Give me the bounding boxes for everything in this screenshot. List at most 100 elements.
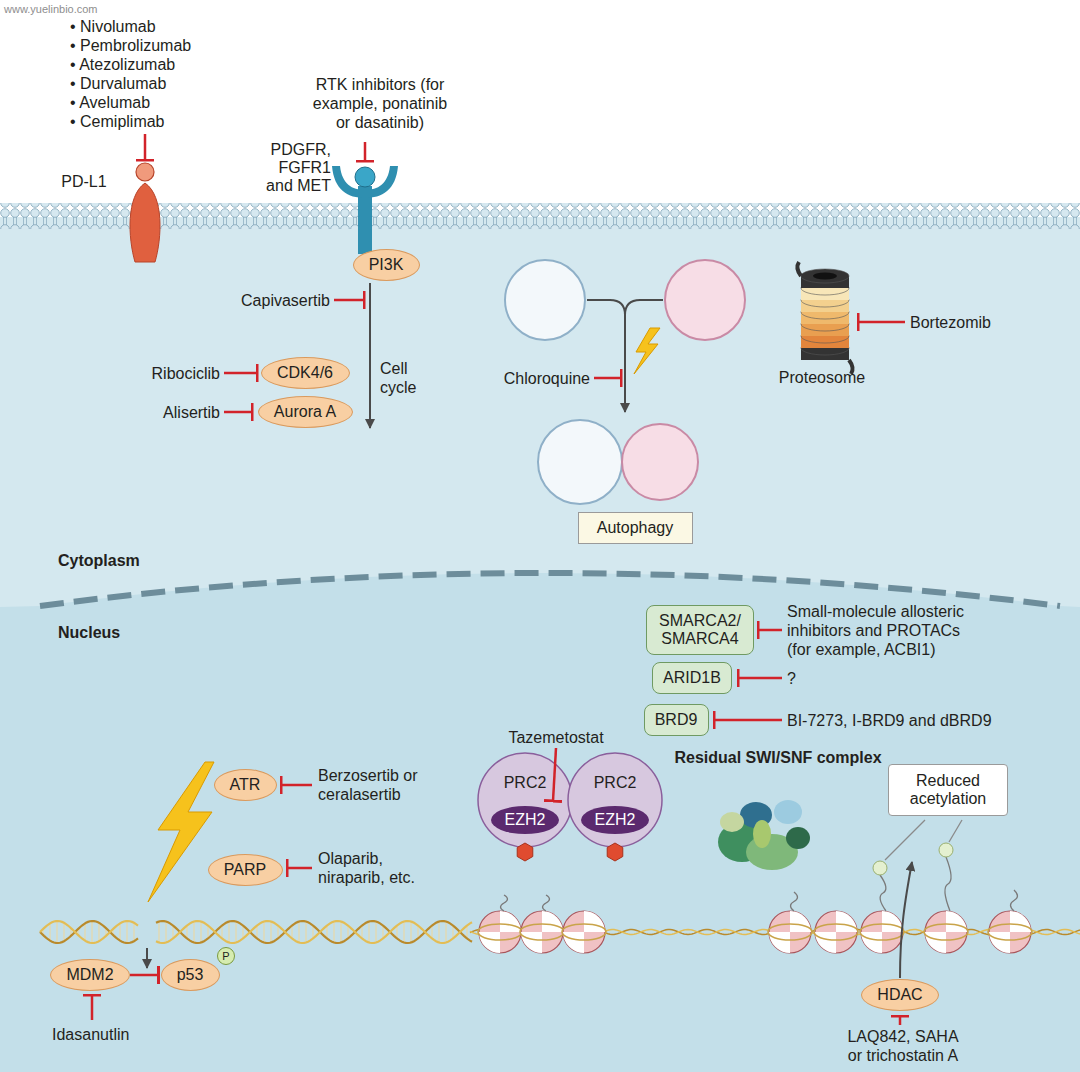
dna-rung [158, 922, 159, 943]
dna-rung [242, 926, 243, 939]
node-text: Reduced acetylation [898, 772, 998, 808]
node-text: EZH2 [505, 811, 546, 829]
dna-rung [193, 922, 194, 943]
nucleosome [860, 911, 904, 953]
nucleosome [924, 911, 968, 953]
dna-rung [375, 922, 376, 943]
rtk-receptor [332, 166, 398, 254]
dna-rung [277, 926, 278, 939]
target-oval: p53 [161, 959, 220, 991]
art-shape [520, 924, 564, 940]
art-shape [774, 800, 802, 824]
dna-rung [403, 922, 404, 943]
art-shape [562, 924, 606, 940]
callout-box: Reduced acetylation [888, 764, 1008, 816]
dna-rung [91, 921, 92, 943]
dna-rung [165, 922, 166, 943]
art-shape [334, 299, 364, 302]
node-text: PDGFR, FGFR1 and MET [259, 141, 331, 195]
dna-rung [466, 926, 467, 939]
nucleosome [478, 911, 522, 953]
dna-rung [98, 923, 99, 941]
dna-strand [156, 921, 472, 943]
art-shape [224, 411, 252, 414]
art-shape [563, 932, 584, 953]
shape-label: PD-L1 [57, 170, 111, 194]
art-shape [479, 932, 500, 953]
nucleosome [768, 911, 812, 953]
art-shape [946, 911, 967, 932]
cell-membrane [0, 203, 1080, 229]
cytoplasm-ground [0, 217, 1080, 1072]
dna-rung [186, 926, 187, 939]
swi-snf-subunit-box: BRD9 [644, 704, 709, 736]
dna-rung [221, 926, 222, 939]
art-shape [899, 1016, 902, 1025]
target-oval: HDAC [861, 979, 939, 1011]
node-text: PRC2 [504, 774, 547, 792]
histone-tail [945, 857, 951, 911]
art-shape [332, 166, 398, 198]
ezh2-oval: EZH2 [491, 806, 559, 834]
art-shape [364, 142, 367, 161]
art-shape [355, 167, 375, 187]
dna-rung [200, 922, 201, 943]
dna-rung [63, 923, 64, 941]
node-text: SMARCA2/SMARCA4 [657, 612, 743, 648]
node-text: PD-L1 [61, 173, 106, 191]
art-shape [949, 820, 962, 842]
dna-rung [228, 922, 229, 943]
inhibition-bars [92, 134, 905, 1025]
art-shape [287, 867, 312, 870]
art-shape [91, 995, 94, 1020]
dna-rung [235, 922, 236, 943]
dna-rung [56, 921, 57, 943]
target-oval: CDK4/6 [261, 357, 350, 389]
drug-label: Cell cycle [380, 359, 430, 397]
swi-snf-subunit-box: SMARCA2/SMARCA4 [646, 605, 754, 655]
watermark: www.yuelinbio.com [4, 3, 98, 16]
chromatin [40, 843, 1080, 953]
dna-rung [382, 926, 383, 939]
drug-label: Ribociclib [152, 364, 220, 383]
dna-rung [438, 922, 439, 943]
drug-label: Olaparib, niraparib, etc. [318, 849, 428, 887]
node-text: PI3K [369, 256, 404, 274]
art-shape [882, 911, 903, 932]
art-shape [538, 420, 622, 504]
methyl-mark [517, 843, 533, 861]
art-shape [861, 932, 882, 953]
art-shape [563, 911, 605, 953]
node-text: p53 [177, 966, 204, 984]
art-shape [925, 911, 967, 953]
node-text: PRC2 [594, 774, 637, 792]
art-shape [521, 911, 563, 953]
nucleus-ground [0, 573, 1080, 1072]
drug-label: RTK inhibitors (for example, ponatinib o… [309, 75, 451, 132]
proteasome-cap [797, 262, 852, 374]
histone-tail [791, 892, 798, 911]
dna-rung [133, 923, 134, 941]
dna-rung [49, 923, 50, 940]
dna-rung [263, 922, 264, 943]
drug-label: BI-7273, I-BRD9 and dBRD9 [787, 711, 992, 730]
drug-label: Small-molecule allosteric inhibitors and… [787, 602, 982, 659]
nuclear-envelope [40, 573, 1060, 606]
art-shape [584, 911, 605, 932]
methyl-mark [607, 843, 623, 861]
nucleosome [562, 911, 606, 953]
target-oval: ATR [214, 769, 277, 801]
art-shape [753, 820, 771, 848]
art-shape [521, 932, 542, 953]
art-shape [624, 315, 626, 412]
phospho-mark: P [217, 947, 235, 965]
drug-label: Idasanutlin [52, 1025, 129, 1044]
art-shape [769, 911, 811, 953]
dna-rung [298, 922, 299, 943]
drug-label: Capivasertib [241, 291, 330, 310]
node-text: MDM2 [66, 966, 113, 984]
art-shape [858, 321, 905, 324]
target-oval: MDM2 [50, 959, 130, 991]
